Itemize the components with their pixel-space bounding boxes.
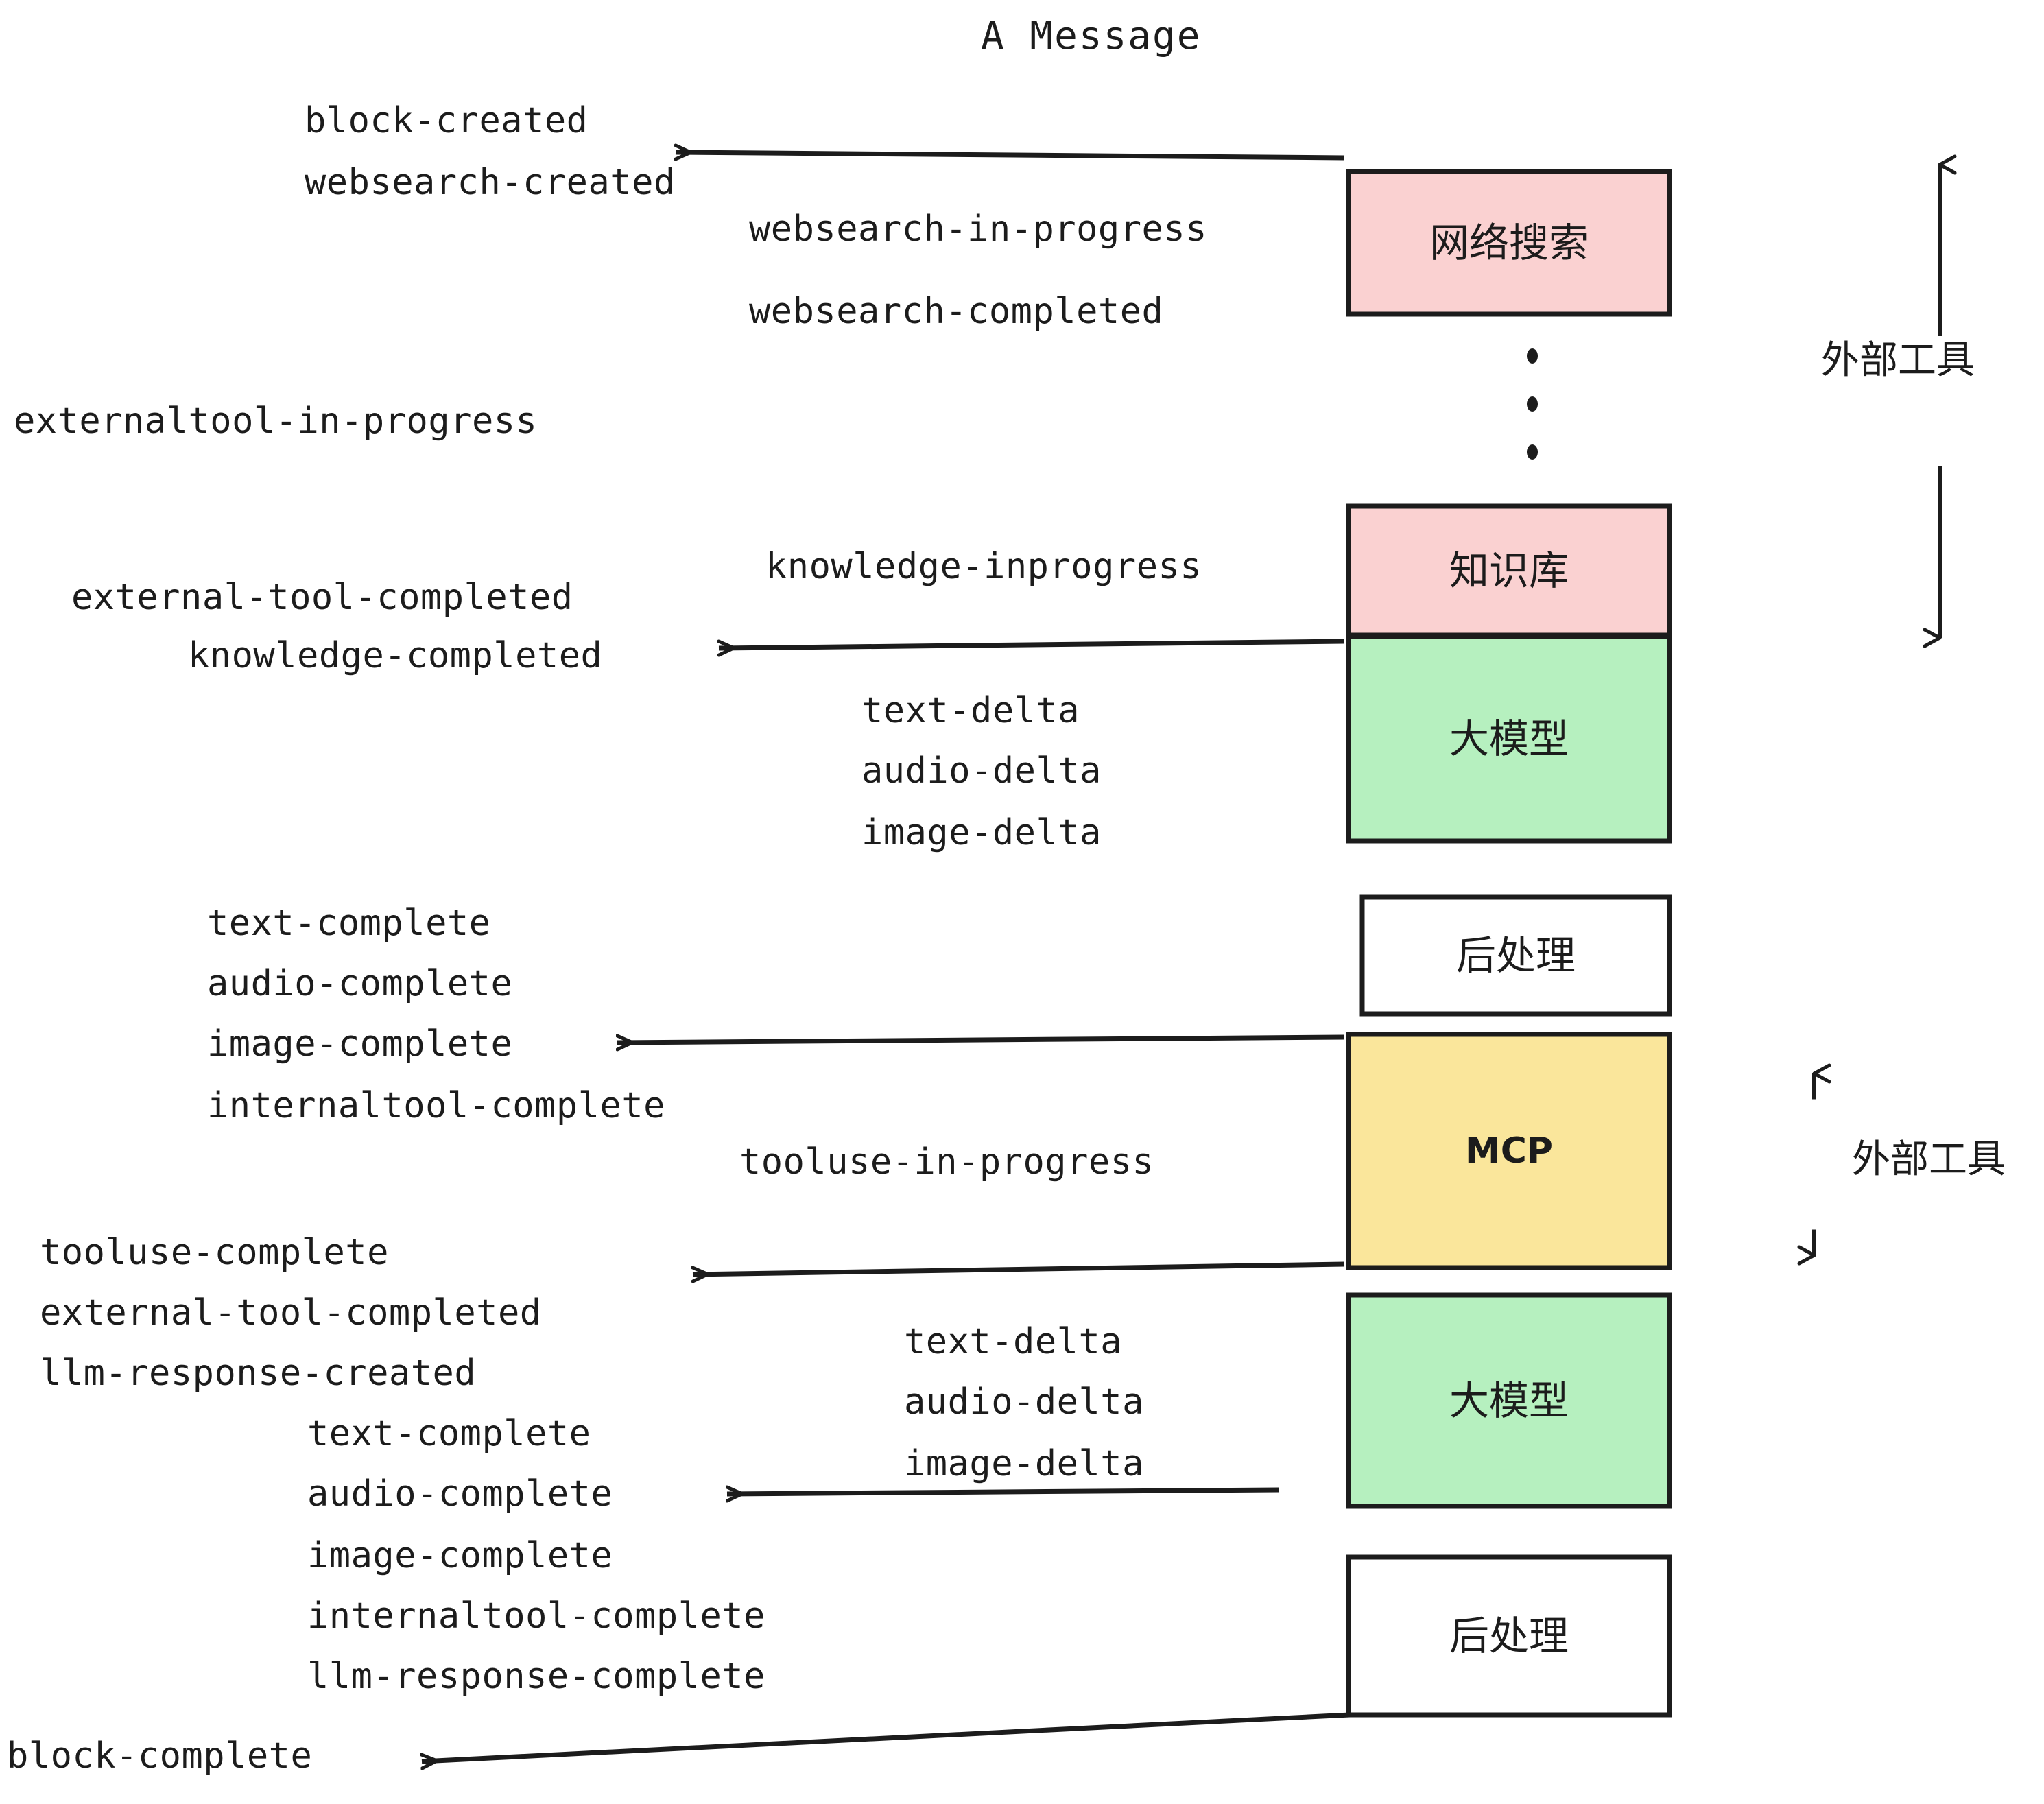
event-label-external-tool-completed-2: external-tool-completed [40,1292,542,1333]
node-box-post-bottom: 后处理 [1346,1554,1672,1718]
event-label-image-complete-1: image-complete [207,1023,513,1065]
page-title: A Message [981,14,1202,58]
event-label-image-delta-2: image-delta [904,1443,1144,1484]
node-box-rect-mcp [1346,1032,1672,1270]
event-label-audio-complete-2: audio-complete [307,1473,613,1515]
event-label-audio-delta-2: audio-delta [904,1381,1144,1423]
node-box-rect-llm-bottom [1346,1292,1672,1509]
event-label-websearch-in-progress: websearch-in-progress [749,209,1207,250]
node-box-rect-websearch [1346,169,1672,317]
event-label-internaltool-complete-2: internaltool-complete [307,1595,765,1637]
event-label-text-complete-1: text-complete [207,903,491,944]
ellipsis-dot-2 [1527,396,1538,412]
node-label-websearch: 网络搜索 [1429,219,1589,266]
node-box-mcp: MCP [1346,1032,1672,1270]
event-label-knowledge-inprogress: knowledge-inprogress [765,546,1202,587]
event-label-block-complete: block-complete [7,1735,313,1777]
event-label-external-tool-completed-1: external-tool-completed [71,577,573,618]
ellipsis-dot-1 [1527,348,1538,364]
node-label-post-bottom: 后处理 [1449,1613,1569,1659]
node-box-llm-top: 大模型 [1346,634,1672,844]
event-label-externaltool-in-progress: externaltool-in-progress [14,401,538,442]
event-label-llm-response-complete: llm-response-complete [307,1656,765,1697]
event-label-websearch-created: websearch-created [305,162,676,203]
arrow-block-complete [422,1712,1351,1761]
event-label-knowledge-completed: knowledge-completed [188,635,603,676]
arrow-block-created [676,152,1345,158]
node-box-rect-post-bottom [1346,1554,1672,1718]
node-label-knowledge: 知识库 [1449,547,1569,594]
bidirectional-arrows [1797,154,1957,1266]
event-label-block-created: block-created [305,100,589,141]
event-label-image-complete-2: image-complete [307,1535,613,1576]
event-label-image-delta-1: image-delta [861,812,1102,853]
arrow-tooluse-complete [693,1261,1345,1274]
event-label-audio-delta-1: audio-delta [861,750,1102,792]
event-label-websearch-completed: websearch-completed [749,291,1164,332]
node-box-knowledge: 知识库 [1346,503,1672,638]
node-box-rect-post-top [1359,894,1672,1017]
event-label-tooluse-in-progress: tooluse-in-progress [739,1141,1154,1183]
event-label-text-delta-2: text-delta [904,1321,1123,1362]
event-label-llm-response-created: llm-response-created [40,1353,477,1394]
group-label-external-tools-bottom: 外部工具 [1852,1137,2006,1182]
node-box-websearch: 网络搜索 [1346,169,1672,317]
node-label-mcp: MCP [1465,1130,1553,1172]
event-label-audio-complete-1: audio-complete [207,963,513,1004]
flow-arrows [422,152,1351,1761]
node-label-post-top: 后处理 [1456,932,1576,979]
node-box-rect-llm-top [1346,634,1672,844]
node-box-llm-bottom: 大模型 [1346,1292,1672,1509]
arrow-knowledge-completed [719,639,1345,648]
arrow-image-complete [617,1037,1345,1043]
ellipsis-dot-3 [1527,444,1538,460]
arrow-audio-complete [727,1490,1280,1494]
node-box-rect-knowledge [1346,503,1672,638]
event-label-text-delta-1: text-delta [861,690,1080,731]
group-label-external-tools-top: 外部工具 [1821,338,1975,383]
node-label-llm-top: 大模型 [1449,715,1569,762]
node-box-post-top: 后处理 [1359,894,1672,1017]
event-label-text-complete-2: text-complete [307,1413,591,1454]
event-label-tooluse-complete: tooluse-complete [40,1232,389,1273]
node-label-llm-bottom: 大模型 [1449,1377,1569,1424]
event-label-internaltool-complete-1: internaltool-complete [207,1085,665,1126]
